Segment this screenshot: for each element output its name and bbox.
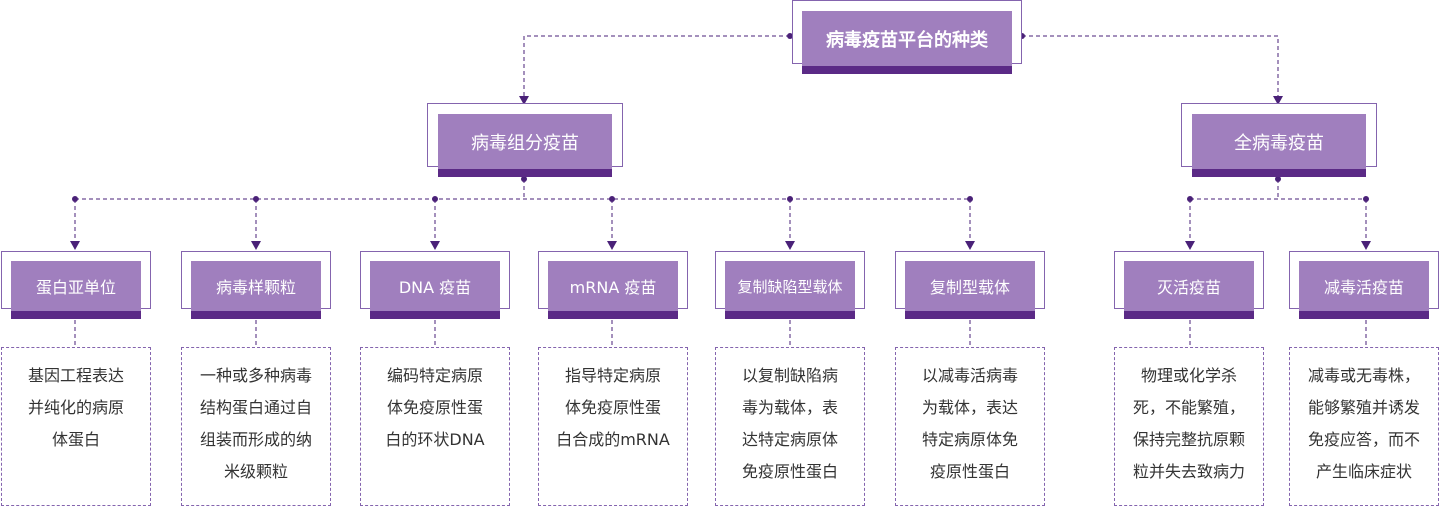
type-label-replicating-vector: 复制型载体 <box>905 261 1035 311</box>
root-node: 病毒疫苗平台的种类 <box>792 0 1022 74</box>
description-vlp: 一种或多种病毒 结构蛋白通过自 组装而形成的纳 米级颗粒 <box>181 347 331 506</box>
connector-root-right <box>1022 35 1283 105</box>
type-label-replication-defective-vector: 复制缺陷型载体 <box>725 261 855 311</box>
category-label-whole-virus: 全病毒疫苗 <box>1192 114 1366 169</box>
description-mrna-vaccine: 指导特定病原 体免疫原性蛋 白合成的mRNA <box>538 347 688 506</box>
description-inactivated: 物理或化学杀 死，不能繁殖， 保持完整抗原颗 粒并失去致病力 <box>1114 347 1264 506</box>
type-node-replication-defective-vector: 复制缺陷型载体 <box>715 251 865 320</box>
type-label-protein-subunit: 蛋白亚单位 <box>11 261 141 311</box>
description-live-attenuated: 减毒或无毒株， 能够繁殖并诱发 免疫应答，而不 产生临床症状 <box>1289 347 1439 506</box>
type-label-inactivated: 灭活疫苗 <box>1124 261 1254 311</box>
category-node-whole-virus: 全病毒疫苗 <box>1181 103 1377 179</box>
type-node-replicating-vector: 复制型载体 <box>895 251 1045 320</box>
root-label: 病毒疫苗平台的种类 <box>802 11 1012 66</box>
type-node-dna-vaccine: DNA 疫苗 <box>360 251 510 320</box>
description-replication-defective-vector: 以复制缺陷病 毒为载体，表 达特定病原体 免疫原性蛋白 <box>715 347 865 506</box>
type-node-protein-subunit: 蛋白亚单位 <box>1 251 151 320</box>
category-node-component: 病毒组分疫苗 <box>427 103 623 179</box>
type-node-inactivated: 灭活疫苗 <box>1114 251 1264 320</box>
type-label-mrna-vaccine: mRNA 疫苗 <box>548 261 678 311</box>
connector-root-left <box>519 35 790 105</box>
type-label-live-attenuated: 减毒活疫苗 <box>1299 261 1429 311</box>
type-node-live-attenuated: 减毒活疫苗 <box>1289 251 1439 320</box>
description-protein-subunit: 基因工程表达 并纯化的病原 体蛋白 <box>1 347 151 506</box>
description-replicating-vector: 以减毒活病毒 为载体，表达 特定病原体免 疫原性蛋白 <box>895 347 1045 506</box>
type-label-dna-vaccine: DNA 疫苗 <box>370 261 500 311</box>
description-dna-vaccine: 编码特定病原 体免疫原性蛋 白的环状DNA <box>360 347 510 506</box>
category-label-component: 病毒组分疫苗 <box>438 114 612 169</box>
type-node-vlp: 病毒样颗粒 <box>181 251 331 320</box>
type-label-vlp: 病毒样颗粒 <box>191 261 321 311</box>
type-node-mrna-vaccine: mRNA 疫苗 <box>538 251 688 320</box>
